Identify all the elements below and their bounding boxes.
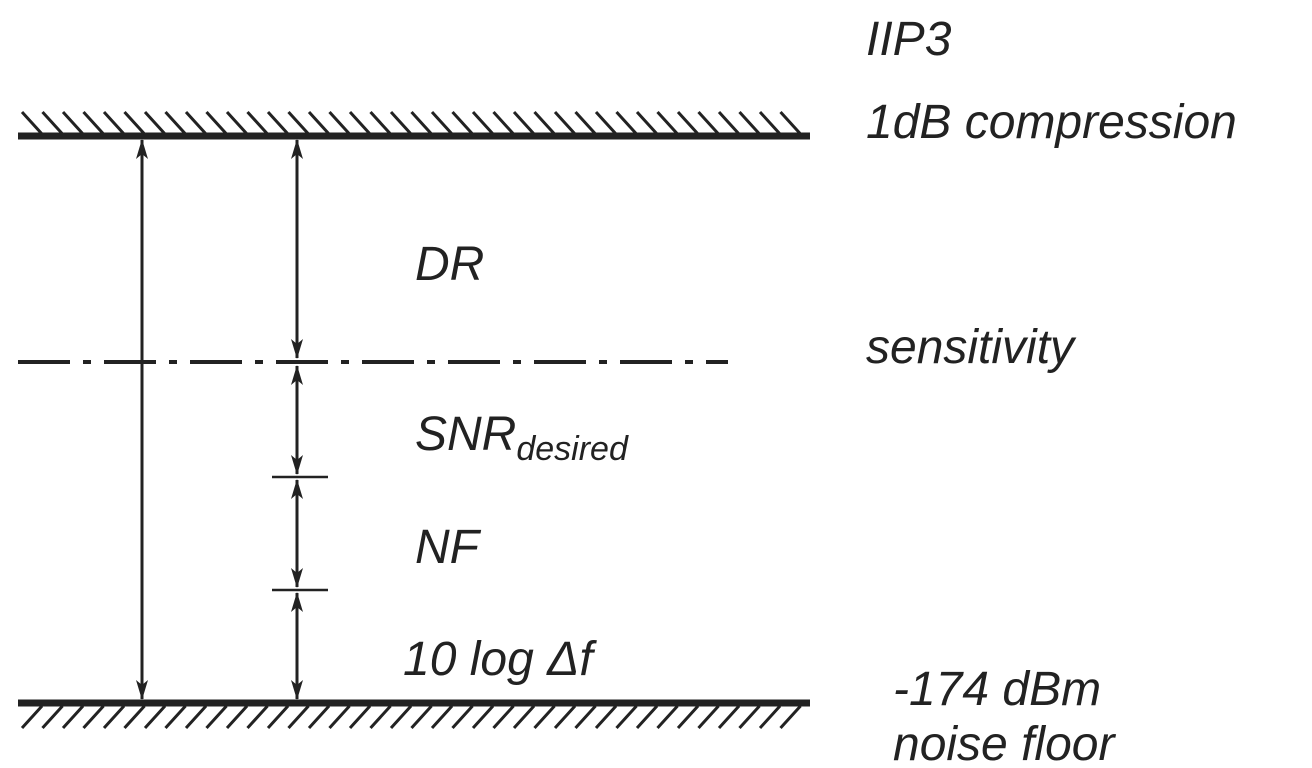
hatch-mark (738, 704, 761, 730)
hatch-mark (738, 110, 761, 136)
hatch-mark (594, 704, 618, 730)
hatch-mark (266, 110, 290, 136)
hatch-mark (369, 110, 392, 136)
top-boundary (18, 110, 810, 140)
hatch-mark (533, 110, 556, 136)
hatch-mark (717, 704, 741, 730)
hatch-mark (758, 110, 782, 136)
hatch-mark (656, 110, 679, 136)
hatch-mark (533, 704, 556, 730)
label-1db-compression: 1dB compression (866, 96, 1237, 149)
hatch-mark (41, 110, 64, 136)
hatch-mark (553, 704, 577, 730)
label-snr-desired: SNRdesired (415, 408, 629, 468)
label-dr: DR (415, 238, 484, 291)
hatch-mark (676, 110, 700, 136)
hatch-mark (717, 110, 741, 136)
hatch-mark (758, 704, 782, 730)
hatch-mark (512, 704, 536, 730)
hatch-mark (574, 110, 597, 136)
label-10-log-df: 10 log Δf (403, 633, 597, 686)
hatch-mark (656, 704, 679, 730)
hatch-mark (328, 704, 351, 730)
hatch-mark (143, 110, 167, 136)
hatch-mark (164, 704, 187, 730)
hatch-mark (471, 110, 495, 136)
hatch-mark (20, 704, 44, 730)
hatch-mark (307, 704, 331, 730)
hatch-mark (225, 704, 249, 730)
hatch-mark (82, 110, 105, 136)
bottom-boundary (18, 699, 810, 730)
hatch-mark (410, 704, 433, 730)
hatch-mark (61, 704, 85, 730)
hatch-mark (348, 110, 372, 136)
hatch-mark (225, 110, 249, 136)
hatch-mark (512, 110, 536, 136)
hatch-mark (779, 704, 802, 730)
hatch-mark (266, 704, 290, 730)
label-noise-dbm: -174 dBm (893, 663, 1101, 716)
hatch-mark (389, 704, 413, 730)
label-nf: NF (415, 521, 482, 574)
hatch-mark (594, 110, 618, 136)
hatch-mark (61, 110, 85, 136)
hatch-mark (246, 704, 269, 730)
label-snr-subscript: desired (516, 430, 629, 468)
hatch-mark (471, 704, 495, 730)
hatch-mark (184, 110, 208, 136)
hatch-mark (205, 110, 228, 136)
hatch-mark (348, 704, 372, 730)
hatch-mark (123, 704, 146, 730)
top-hatch (20, 110, 802, 136)
hatch-mark (430, 110, 454, 136)
hatch-mark (307, 110, 331, 136)
hatch-mark (389, 110, 413, 136)
hatch-mark (164, 110, 187, 136)
label-iip3: IIP3 (866, 13, 952, 66)
hatch-mark (123, 110, 146, 136)
hatch-mark (82, 704, 105, 730)
hatch-mark (635, 110, 659, 136)
hatch-mark (143, 704, 167, 730)
hatch-mark (430, 704, 454, 730)
hatch-mark (615, 110, 638, 136)
hatch-mark (574, 704, 597, 730)
hatch-mark (697, 704, 720, 730)
hatch-mark (492, 704, 515, 730)
hatch-mark (102, 110, 126, 136)
hatch-mark (287, 110, 310, 136)
hatch-mark (410, 110, 433, 136)
hatch-mark (553, 110, 577, 136)
label-snr-main: SNR (415, 408, 516, 461)
hatch-mark (41, 704, 64, 730)
hatch-mark (676, 704, 700, 730)
hatch-mark (287, 704, 310, 730)
label-sensitivity: sensitivity (866, 321, 1077, 374)
hatch-mark (615, 704, 638, 730)
hatch-mark (328, 110, 351, 136)
hatch-mark (102, 704, 126, 730)
hatch-mark (779, 110, 802, 136)
hatch-mark (451, 704, 474, 730)
hatch-mark (205, 704, 228, 730)
hatch-mark (697, 110, 720, 136)
hatch-mark (451, 110, 474, 136)
hatch-mark (635, 704, 659, 730)
hatch-mark (369, 704, 392, 730)
hatch-mark (20, 110, 44, 136)
bottom-hatch (20, 704, 802, 730)
hatch-mark (246, 110, 269, 136)
label-noise-floor: noise floor (893, 718, 1116, 768)
hatch-mark (492, 110, 515, 136)
hatch-mark (184, 704, 208, 730)
